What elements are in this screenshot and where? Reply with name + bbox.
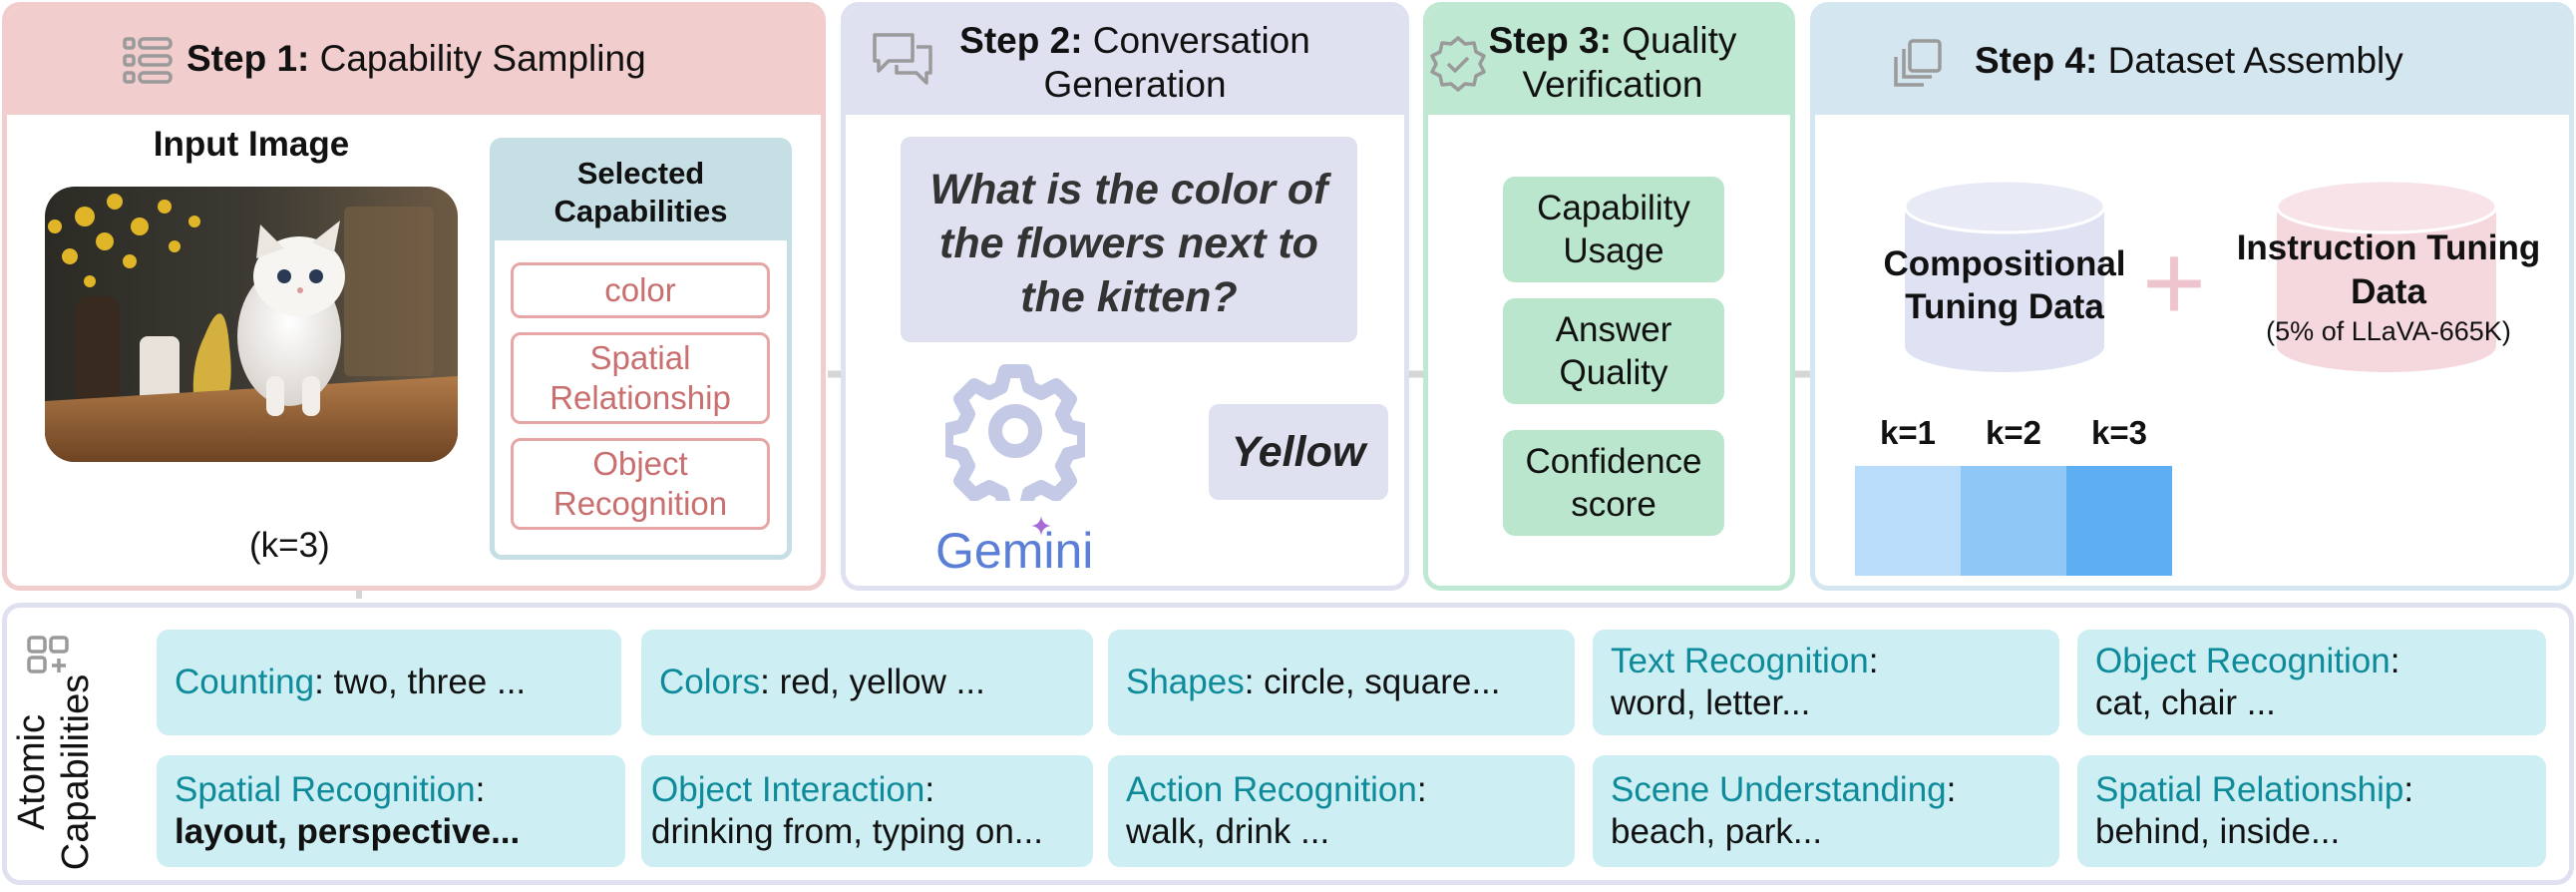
atomic-shapes: Shapes: circle, square... [1108,630,1575,735]
k2-label: k=2 [1986,414,2041,451]
step1-header [7,7,821,115]
atomic-spatial-relationship: Spatial Relationship: behind, inside... [2077,755,2546,867]
step4-title: Step 4: Dataset Assembly [1975,40,2403,81]
atomic-object-recognition: Object Recognition: cat, chair ... [2077,630,2546,735]
sparkle-icon [1031,516,1051,536]
capability-color: color [511,262,770,318]
input-image-label: Input Image [153,125,350,164]
gemini-logo: Gemini [935,523,1094,579]
step1-title: Step 1: Capability Sampling [186,38,646,79]
k3-block [2066,466,2172,576]
step2-title: Step 2: Conversation Generation [959,20,1310,105]
atomic-counting: Counting: two, three ... [157,630,621,735]
verified-badge-icon [1430,36,1486,92]
atomic-text-recognition: Text Recognition: word, letter... [1593,630,2059,735]
instruction-database-icon [2275,179,2498,372]
atomic-scene-understanding: Scene Understanding: beach, park... [1593,755,2059,867]
compositional-database-icon [1903,179,2106,372]
step3-title: Step 3: Quality Verification [1488,20,1737,105]
gear-icon [945,364,1085,501]
atomic-spatial-recognition: Spatial Recognition: layout, perspective… [157,755,625,867]
k-label: (k=3) [249,526,330,565]
grid-plus-icon [27,636,69,673]
atomic-action-recognition: Action Recognition: walk, drink ... [1108,755,1575,867]
answer-bubble: Yellow [1209,404,1388,500]
step2-panel: Step 2: Conversation Generation What is … [841,2,1409,591]
atomic-colors: Colors: red, yellow ... [641,630,1093,735]
k3-label: k=3 [2091,414,2147,451]
list-icon [123,37,173,84]
k1-block [1855,466,1961,576]
step3-header [1428,7,1790,115]
k1-label: k=1 [1880,414,1936,451]
stack-icon [1894,39,1942,87]
atomic-object-interaction: Object Interaction: drinking from, typin… [641,755,1093,867]
step2-header [846,7,1404,115]
plus-sign: + [2141,222,2207,344]
step1-panel: Step 1: Capability Sampling Input Image [2,2,826,591]
instruction-data-note: (5% of LLaVA-665K) [2266,316,2511,346]
input-image [45,187,458,462]
chat-icon [873,33,932,85]
k2-block [1961,466,2066,576]
